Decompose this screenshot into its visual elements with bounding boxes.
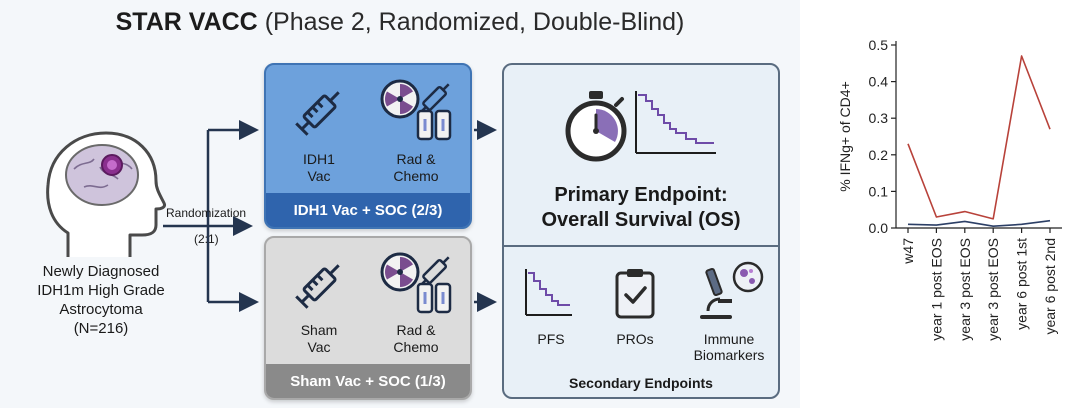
population-line: Newly Diagnosed (42, 263, 160, 280)
population-label: Newly Diagnosed IDH1m High Grade Astrocy… (16, 262, 186, 338)
y-tick-label: 0.2 (869, 147, 889, 163)
endpoints-box: Primary Endpoint: Overall Survival (OS) … (502, 63, 780, 399)
pros-label: PROs (616, 331, 654, 347)
patient-head-icon (46, 131, 166, 257)
x-tick-label: year 1 post EOS (928, 238, 944, 341)
population-count: (N=216) (73, 320, 129, 337)
trial-title: STAR VACC (Phase 2, Randomized, Double-B… (0, 8, 800, 37)
vaccine-arm-footer: IDH1 Vac + SOC (2/3) (266, 193, 470, 227)
sham-label-line: Sham (300, 322, 338, 338)
chemo-radiation-icon (380, 79, 452, 141)
syringe-icon (295, 264, 340, 309)
randomization-connector (163, 120, 497, 312)
trial-title-design: (Phase 2, Randomized, Double-Blind) (257, 8, 685, 36)
series-line-1 (907, 55, 1051, 220)
x-tick-label: year 6 post 2nd (1042, 238, 1058, 335)
sham-label-line: Vac (307, 339, 331, 355)
vaccine-label: IDH1 Vac (286, 151, 352, 185)
y-tick-label: 0.5 (869, 37, 889, 53)
pfs-label: PFS (537, 331, 565, 347)
y-axis-label: % IFNg+ of CD4+ (837, 81, 853, 192)
y-tick-label: 0.0 (869, 220, 889, 236)
primary-endpoint-line: Primary Endpoint: (554, 184, 728, 206)
y-tick-label: 0.1 (869, 183, 889, 199)
sham-arm-box: Sham Vac Rad & Chemo Sham Vac + SOC (1/3… (264, 236, 472, 400)
population-line: Astrocytoma (59, 301, 143, 318)
microscope-icon (700, 261, 764, 319)
trial-title-name: STAR VACC (115, 8, 258, 36)
vaccine-arm-box: IDH1 Vac Rad & Chemo IDH1 Vac + SOC (2/3… (264, 63, 472, 229)
rad-chemo-label: Rad & Chemo (376, 151, 456, 185)
randomization-ratio: (2:1) (194, 232, 219, 246)
secondary-endpoints-title: Secondary Endpoints (569, 375, 713, 391)
rad-chemo-label-line: Chemo (393, 339, 439, 355)
immune-biomarkers-line: Immune (703, 331, 755, 347)
endpoint-divider (504, 245, 778, 247)
rad-chemo-label-line: Rad & (396, 151, 436, 167)
primary-endpoint: Primary Endpoint: Overall Survival (OS) (504, 183, 778, 233)
series-line-2 (907, 219, 1051, 227)
immune-biomarkers-line: Biomarkers (693, 347, 765, 363)
randomization-label: Randomization (166, 206, 247, 220)
x-tick-label: year 6 post 1st (1014, 238, 1030, 330)
primary-endpoint-line: Overall Survival (OS) (541, 209, 741, 231)
vaccine-label-line: IDH1 (303, 151, 335, 167)
x-tick-label: year 3 post EOS (985, 238, 1001, 341)
x-tick-label: w47 (900, 238, 916, 265)
y-tick-label: 0.3 (869, 110, 889, 126)
clipboard-check-icon (615, 269, 655, 319)
chart-series (907, 55, 1051, 227)
population-line: IDH1m High Grade (37, 282, 165, 299)
chemo-radiation-icon (380, 252, 452, 314)
vaccine-label-line: Vac (307, 168, 331, 184)
sham-arm-footer: Sham Vac + SOC (1/3) (266, 364, 470, 398)
immune-biomarkers-label: Immune Biomarkers (684, 331, 774, 363)
ifng-line-chart: 0.0 0.1 0.2 0.3 0.4 0.5 % IFNg+ of CD4+ w47 year… (837, 37, 1062, 341)
sham-label: Sham Vac (286, 322, 352, 356)
rad-chemo-label-line: Chemo (393, 168, 439, 184)
chart-axes: 0.0 0.1 0.2 0.3 0.4 0.5 % IFNg+ of CD4+ w47 year… (837, 37, 1062, 341)
os-km-curve-icon (635, 91, 716, 154)
km-curve-icon (525, 269, 572, 316)
y-tick-label: 0.4 (869, 74, 889, 90)
rad-chemo-label-line: Rad & (396, 322, 436, 338)
rad-chemo-label: Rad & Chemo (376, 322, 456, 356)
stopwatch-icon (565, 91, 627, 162)
x-tick-label: year 3 post EOS (957, 238, 973, 341)
syringe-icon (295, 91, 340, 136)
